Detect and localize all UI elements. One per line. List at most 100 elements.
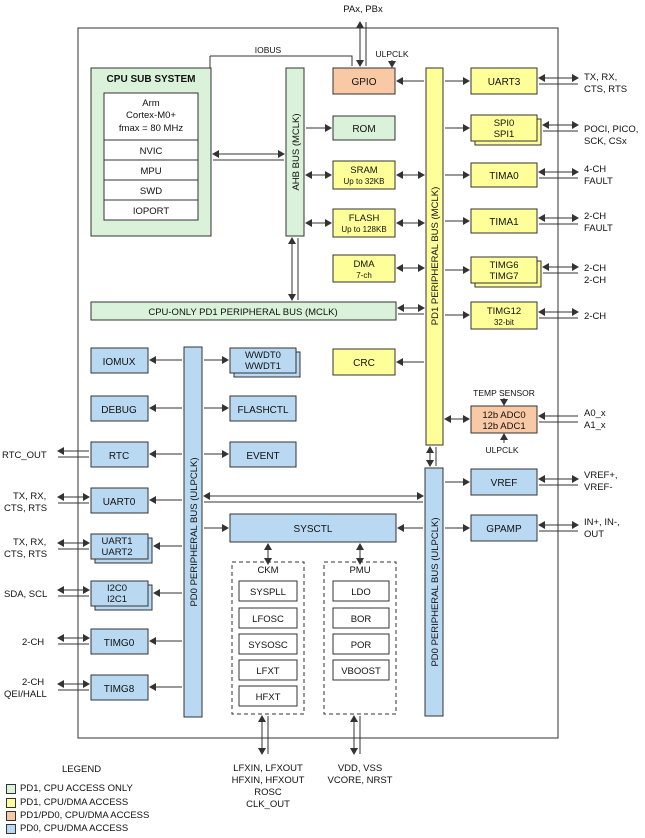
svg-text:32-bit: 32-bit bbox=[494, 318, 515, 327]
svg-text:PMU: PMU bbox=[349, 565, 370, 576]
svg-text:ROM: ROM bbox=[352, 124, 375, 135]
legend-item: PD1/PD0, CPU/DMA ACCESS bbox=[6, 809, 149, 822]
pd1-peripheral-bus: PD1 PERIPHERAL BUS (MCLK) bbox=[425, 67, 444, 446]
right-pin-labels: TX, RX, CTS, RTS POCI, PICO, SCK, CSx 4-… bbox=[584, 72, 638, 540]
i2c-block: I2C0 I2C1 bbox=[90, 580, 153, 611]
svg-text:ROSC: ROSC bbox=[254, 787, 282, 798]
svg-text:VREF+,: VREF+, bbox=[584, 470, 618, 481]
legend-item: PD1, CPU/DMA ACCESS bbox=[6, 796, 128, 809]
vref-block: VREF bbox=[470, 468, 538, 496]
svg-text:SPI1: SPI1 bbox=[494, 129, 515, 140]
svg-text:Up to 32KB: Up to 32KB bbox=[344, 177, 385, 186]
svg-text:POR: POR bbox=[351, 640, 372, 651]
bottom-pin-labels: LFXIN, LFXOUT HFXIN, HFXOUT ROSC CLK_OUT… bbox=[232, 763, 393, 810]
rtc-block: RTC bbox=[90, 441, 149, 468]
svg-text:RTC: RTC bbox=[109, 451, 129, 462]
flash-block: FLASH Up to 128KB bbox=[332, 208, 396, 238]
svg-text:PD0 PERIPHERAL BUS (ULPCLK): PD0 PERIPHERAL BUS (ULPCLK) bbox=[189, 457, 200, 606]
svg-text:LFOSC: LFOSC bbox=[252, 614, 284, 625]
svg-text:A1_x: A1_x bbox=[584, 420, 606, 431]
svg-text:POCI, PICO,: POCI, PICO, bbox=[584, 124, 638, 135]
svg-text:FAULT: FAULT bbox=[584, 223, 613, 234]
svg-text:EVENT: EVENT bbox=[246, 451, 279, 462]
legend-swatch-blue bbox=[6, 823, 16, 834]
svg-text:2-CH: 2-CH bbox=[584, 275, 606, 286]
svg-text:A0_x: A0_x bbox=[584, 408, 606, 419]
cpu-core-line2: Cortex-M0+ bbox=[126, 110, 176, 121]
legend-item: PD0, CPU/DMA ACCESS bbox=[6, 822, 128, 835]
svg-text:SPI0: SPI0 bbox=[494, 118, 515, 129]
svg-text:TIMG7: TIMG7 bbox=[489, 271, 518, 282]
svg-text:PD1 PERIPHERAL BUS (MCLK): PD1 PERIPHERAL BUS (MCLK) bbox=[430, 187, 441, 326]
svg-text:UART3: UART3 bbox=[488, 77, 521, 88]
timg0-block: TIMG0 bbox=[90, 628, 149, 655]
svg-text:SYSPLL: SYSPLL bbox=[250, 587, 286, 598]
pins-pax-pbx: PAx, PBx bbox=[343, 4, 383, 15]
svg-text:OUT: OUT bbox=[584, 529, 604, 540]
cpu-title: CPU SUB SYSTEM bbox=[107, 74, 196, 85]
rom-block: ROM bbox=[332, 115, 396, 141]
svg-text:CTS, RTS: CTS, RTS bbox=[4, 549, 47, 560]
svg-text:TX, RX,: TX, RX, bbox=[584, 72, 617, 83]
uart3-block: UART3 bbox=[470, 67, 538, 95]
left-pin-labels: RTC_OUT TX, RX, CTS, RTS TX, RX, CTS, RT… bbox=[2, 450, 47, 700]
crc-block: CRC bbox=[332, 348, 396, 376]
timg6-7-block: TIMG6 TIMG7 bbox=[470, 256, 542, 288]
timg12-block: TIMG12 32-bit bbox=[470, 301, 538, 330]
svg-text:SYSCTL: SYSCTL bbox=[294, 524, 333, 535]
tima1-block: TIMA1 bbox=[470, 208, 538, 234]
ckm-group: CKM SYSPLL LFOSC SYSOSC LFXT HFXT bbox=[231, 561, 305, 715]
svg-text:UART1: UART1 bbox=[102, 536, 133, 547]
svg-text:SCK, CSx: SCK, CSx bbox=[584, 136, 627, 147]
legend-title: LEGEND bbox=[62, 764, 102, 775]
svg-text:UART2: UART2 bbox=[102, 547, 133, 558]
svg-text:TIMG12: TIMG12 bbox=[487, 306, 521, 317]
svg-text:QEI/HALL: QEI/HALL bbox=[4, 689, 47, 700]
svg-text:AHB BUS (MCLK): AHB BUS (MCLK) bbox=[291, 113, 302, 190]
svg-text:2-CH: 2-CH bbox=[22, 677, 44, 688]
svg-text:2-CH: 2-CH bbox=[584, 211, 606, 222]
svg-text:CRC: CRC bbox=[353, 358, 375, 369]
svg-text:DEBUG: DEBUG bbox=[101, 405, 137, 416]
svg-text:WWDT0: WWDT0 bbox=[245, 350, 281, 361]
svg-text:TX, RX,: TX, RX, bbox=[13, 537, 46, 548]
cpu-item-mpu: MPU bbox=[140, 166, 161, 177]
svg-text:CLK_OUT: CLK_OUT bbox=[246, 799, 290, 810]
svg-text:7-ch: 7-ch bbox=[356, 271, 372, 280]
svg-text:VREF-: VREF- bbox=[584, 482, 613, 493]
gpamp-block: GPAMP bbox=[470, 514, 538, 542]
event-block: EVENT bbox=[229, 441, 297, 468]
svg-text:UART0: UART0 bbox=[103, 497, 136, 508]
connectors bbox=[57, 21, 579, 755]
legend-swatch-orange bbox=[6, 810, 16, 821]
pd0-bus-right: PD0 PERIPHERAL BUS (ULPCLK) bbox=[424, 467, 444, 717]
svg-text:RTC_OUT: RTC_OUT bbox=[2, 450, 47, 461]
svg-text:VBOOST: VBOOST bbox=[341, 666, 381, 677]
sysctl-block: SYSCTL bbox=[229, 513, 397, 543]
svg-text:FLASHCTL: FLASHCTL bbox=[237, 405, 289, 416]
svg-text:VDD, VSS: VDD, VSS bbox=[338, 763, 382, 774]
svg-text:IOMUX: IOMUX bbox=[103, 357, 136, 368]
pd0-bus-left: PD0 PERIPHERAL BUS (ULPCLK) bbox=[183, 346, 203, 718]
ahb-bus: AHB BUS (MCLK) bbox=[285, 67, 305, 237]
uart1-2-block: UART1 UART2 bbox=[90, 533, 153, 564]
svg-text:FLASH: FLASH bbox=[349, 213, 380, 224]
svg-text:TIMG0: TIMG0 bbox=[104, 638, 135, 649]
svg-text:CKM: CKM bbox=[257, 565, 278, 576]
svg-text:VREF: VREF bbox=[491, 478, 518, 489]
svg-text:PD0 PERIPHERAL BUS (ULPCLK): PD0 PERIPHERAL BUS (ULPCLK) bbox=[430, 517, 441, 666]
flashctl-block: FLASHCTL bbox=[229, 395, 297, 422]
iomux-block: IOMUX bbox=[90, 347, 149, 374]
cpu-subsystem: CPU SUB SYSTEM Arm Cortex-M0+ fmax = 80 … bbox=[90, 67, 212, 237]
svg-text:TX, RX,: TX, RX, bbox=[13, 491, 46, 502]
cpu-item-swd: SWD bbox=[140, 186, 162, 197]
debug-block: DEBUG bbox=[90, 395, 149, 422]
svg-text:2-CH: 2-CH bbox=[22, 637, 44, 648]
cpu-item-nvic: NVIC bbox=[140, 146, 163, 157]
svg-text:LDO: LDO bbox=[351, 587, 371, 598]
svg-text:SYSOSC: SYSOSC bbox=[248, 640, 288, 651]
temp-sensor-label: TEMP SENSOR bbox=[473, 388, 535, 398]
iobus-label: IOBUS bbox=[255, 45, 282, 55]
svg-text:GPAMP: GPAMP bbox=[486, 524, 522, 535]
